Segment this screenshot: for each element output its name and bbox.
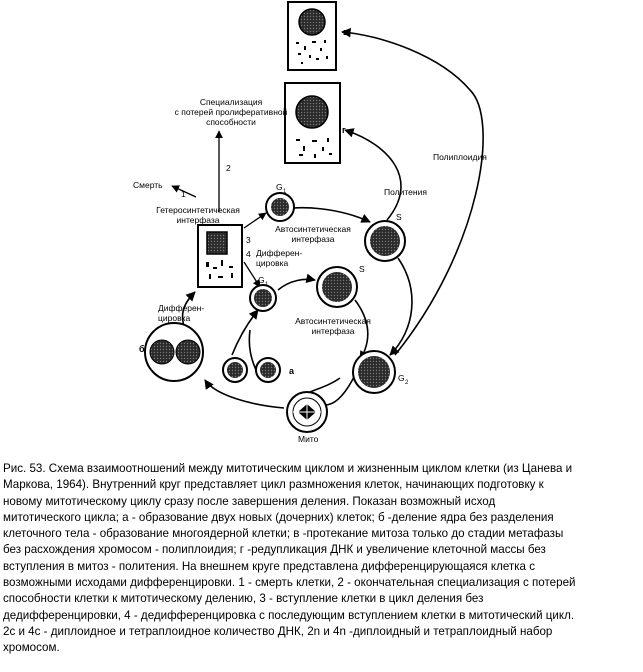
politeniya-label: Политения — [384, 187, 427, 197]
arrow-3 — [243, 212, 267, 229]
caption-line: дедифференцировки, 4 - дедифференцировка… — [3, 608, 575, 622]
svg-text:цировка: цировка — [256, 258, 288, 268]
svg-text:с потерей пролиферативной: с потерей пролиферативной — [175, 107, 288, 117]
label-g1-outer: G — [276, 182, 283, 192]
svg-text:интерфаза: интерфаза — [177, 215, 220, 225]
number-4: 4 — [246, 249, 251, 259]
svg-text:Специализация: Специализация — [200, 97, 263, 107]
caption-line: Рис. 53. Схема взаимоотношений между мит… — [3, 462, 573, 475]
svg-text:интерфаза: интерфаза — [312, 326, 355, 336]
death-label: Смерть — [133, 180, 163, 190]
arrow-4 — [243, 261, 261, 288]
caption-line: вступления в митоз - политения. На внешн… — [3, 559, 536, 573]
letter-a: а — [289, 366, 295, 376]
caption-line: возможными исходами дифференцировки. 1 -… — [3, 576, 576, 590]
long-arcs — [341, 27, 484, 356]
svg-text:Дифферен-: Дифферен- — [256, 248, 302, 258]
svg-text:Гетеросинтетическая: Гетеросинтетическая — [156, 205, 240, 215]
cell-g1-inner — [249, 284, 277, 312]
number-3: 3 — [246, 235, 251, 245]
cell-polyploid-v — [287, 1, 337, 71]
differentiation-label-right: Дифферен- цировка — [256, 248, 302, 268]
differentiation-label-left: Дифферен- цировка — [158, 303, 204, 323]
label-g1-outer-sub: 1 — [283, 189, 287, 195]
svg-text:способности: способности — [206, 117, 256, 127]
caption-line: клеточного тела - образование многоядерн… — [3, 527, 564, 541]
caption-line: Маркова, 1964). Внутренний круг представ… — [3, 478, 544, 492]
letter-g: г — [342, 125, 346, 135]
cell-g2 — [352, 350, 396, 394]
label-g2: G — [398, 373, 405, 383]
caption-line: хромосом. — [3, 641, 60, 655]
caption-line: новому митотическому циклу сразу после з… — [3, 494, 496, 508]
letter-b: б — [139, 344, 145, 354]
poliploidiya-label: Полиплоидия — [433, 152, 487, 162]
svg-text:Автосинтетическая: Автосинтетическая — [275, 224, 351, 234]
number-2: 2 — [226, 163, 231, 173]
svg-text:цировка: цировка — [158, 313, 190, 323]
label-g2-sub: 2 — [405, 380, 409, 386]
cell-g1-outer — [265, 192, 295, 222]
cell-polytene-g — [284, 82, 341, 164]
autosynthetic-inner-label: Автосинтетическая интерфаза — [295, 316, 371, 336]
cell-binucleate-b — [144, 322, 204, 382]
cells-daughter-a — [222, 357, 281, 383]
cell-mitosis — [286, 391, 328, 433]
caption-line: без расхождения хромосом - полиплоидия; … — [3, 543, 546, 557]
label-g1-inner: G — [258, 275, 265, 285]
specialization-label: Специализация с потерей пролиферативной … — [175, 97, 288, 127]
cell-differentiating — [197, 224, 243, 288]
svg-text:интерфаза: интерфаза — [292, 234, 335, 244]
caption-line: митотического цикла; а - образование дву… — [3, 510, 554, 524]
cell-s-inner — [316, 266, 358, 308]
caption-line: способности клетки к митотическому делен… — [3, 592, 484, 606]
label-s-inner: S — [359, 264, 365, 274]
svg-text:Дифферен-: Дифферен- — [158, 303, 204, 313]
arrow-1-death — [171, 185, 197, 198]
number-1: 1 — [181, 189, 186, 199]
mito-label: Мито — [298, 434, 319, 444]
label-s-outer: S — [396, 212, 402, 222]
cell-cycle-diagram: в г Специализация с потерей пролифератив… — [133, 1, 487, 444]
label-g1-inner-sub: 1 — [265, 282, 269, 288]
autosynthetic-outer-label: Автосинтетическая интерфаза — [275, 224, 351, 244]
caption-line: 2с и 4с - диплоидное и тетраплоидное кол… — [3, 624, 553, 638]
heterosynthetic-label: Гетеросинтетическая интерфаза — [156, 205, 240, 225]
figure-caption: Рис. 53. Схема взаимоотношений между мит… — [3, 461, 637, 657]
cell-s-outer — [364, 220, 406, 262]
svg-text:Автосинтетическая: Автосинтетическая — [295, 316, 371, 326]
